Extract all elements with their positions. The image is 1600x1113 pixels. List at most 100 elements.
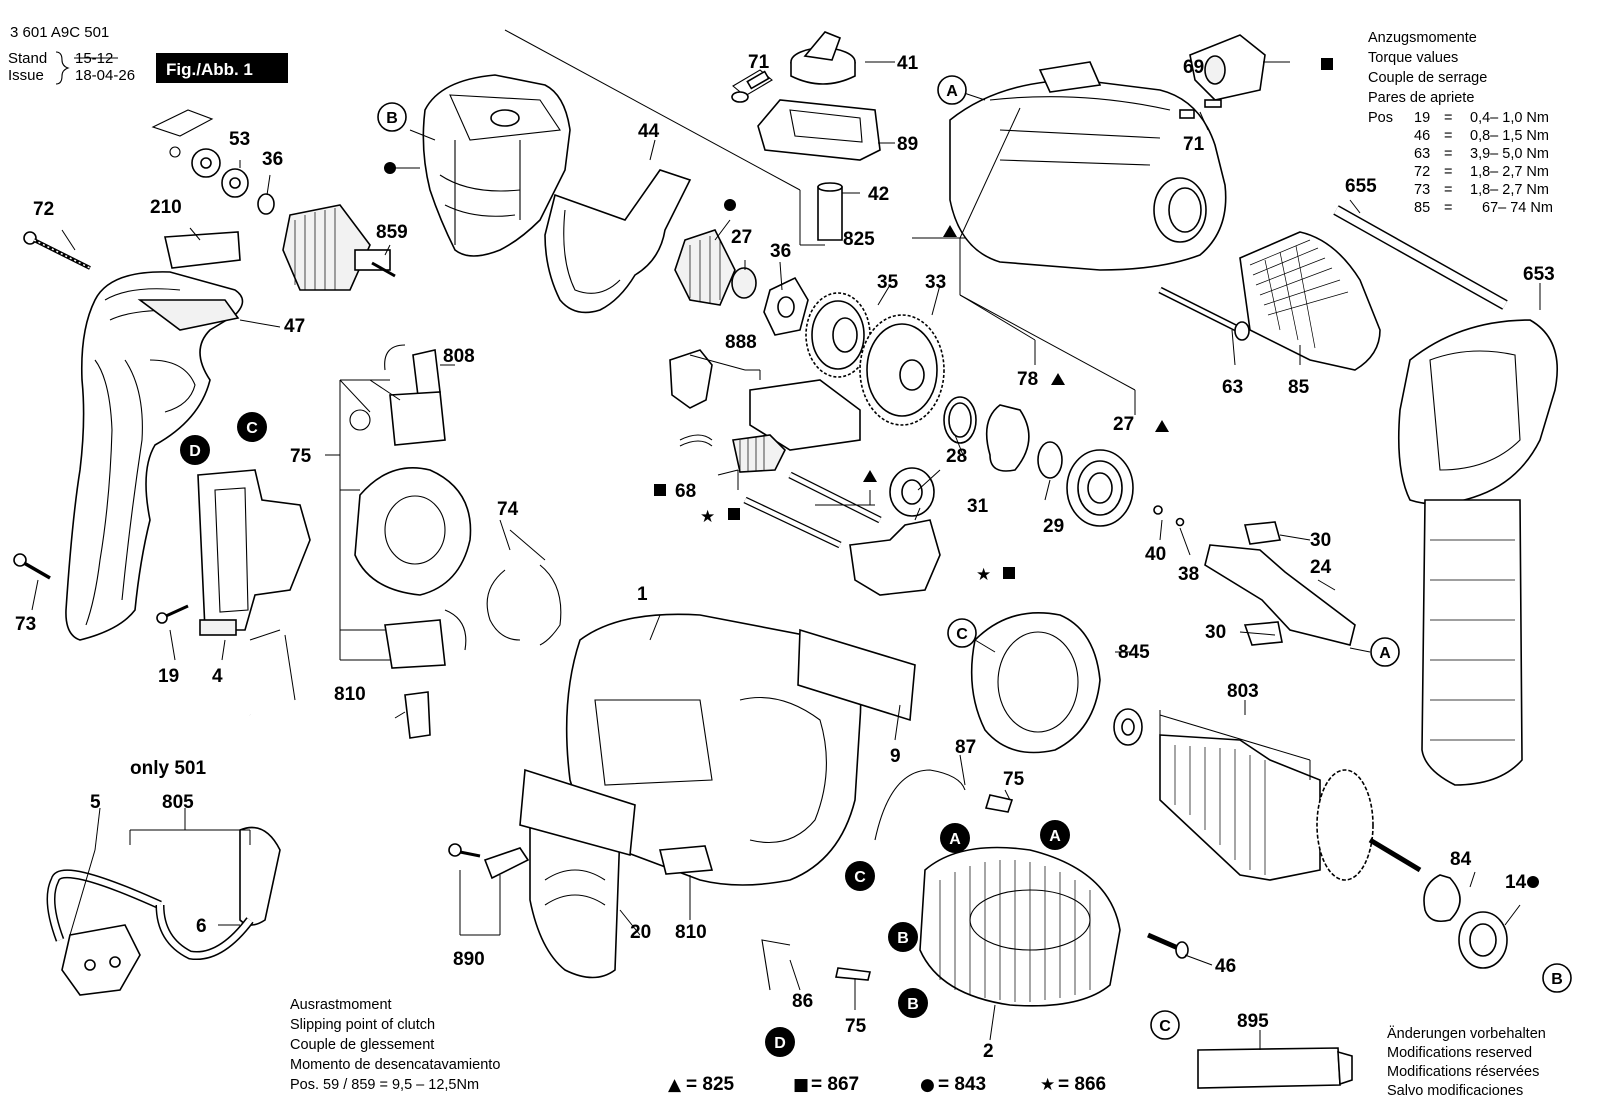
marker-a-stator: A xyxy=(940,823,970,853)
svg-text:Änderungen vorbehalten: Änderungen vorbehalten xyxy=(1387,1025,1546,1042)
part-number: 53 xyxy=(229,129,250,150)
svg-text:Slipping point of clutch: Slipping point of clutch xyxy=(290,1017,435,1033)
part-number: 33 xyxy=(925,272,946,293)
svg-text:D: D xyxy=(774,1035,786,1052)
svg-text:= 825: = 825 xyxy=(686,1074,735,1095)
marker-c-baffle: C xyxy=(947,618,977,648)
svg-text:B: B xyxy=(907,996,919,1013)
torque-row: 73 = 1,8– 2,7 Nm xyxy=(1414,182,1549,198)
part-number: 19 xyxy=(158,666,179,687)
marker-b-bearing: B xyxy=(1542,963,1572,993)
svg-text:67– 74 Nm: 67– 74 Nm xyxy=(1482,200,1553,216)
issue-date: 18-04-26 xyxy=(75,67,135,84)
part-number: 6 xyxy=(196,916,207,937)
svg-text:73: 73 xyxy=(1414,182,1430,198)
part-number: 41 xyxy=(897,53,919,74)
baffle-44 xyxy=(544,169,692,314)
marker-a-top: A xyxy=(937,75,967,105)
switch-4 xyxy=(197,469,311,636)
plug-5 xyxy=(61,924,141,996)
screw-19 xyxy=(156,604,189,624)
part-number: 44 xyxy=(638,121,660,142)
part-number: 803 xyxy=(1227,681,1259,702)
svg-text:Momento de desencatavamiento: Momento de desencatavamiento xyxy=(290,1057,500,1073)
washer-31 xyxy=(889,467,935,517)
gear-housing-a xyxy=(949,61,1227,271)
svg-text:C: C xyxy=(1159,1018,1171,1035)
part-number: 87 xyxy=(955,737,976,758)
svg-text:B: B xyxy=(386,110,398,127)
svg-text:▲: ▲ xyxy=(668,1075,682,1095)
legend-item: ▲ = 825 xyxy=(668,1074,735,1095)
marker-b-top: B xyxy=(377,102,407,132)
cord-805 xyxy=(46,714,281,961)
screw-63 xyxy=(1158,286,1250,341)
rod-lower xyxy=(743,496,842,549)
part-number: 47 xyxy=(284,316,305,337)
svg-text:A: A xyxy=(1379,645,1391,662)
part-number-labels: 72 210 53 36 859 47 73 19 4 75 5 805 6 8… xyxy=(15,52,1555,1062)
svg-text:=: = xyxy=(1444,164,1452,180)
marker-b-terminal: B xyxy=(898,988,928,1018)
svg-text:0,4– 1,0 Nm: 0,4– 1,0 Nm xyxy=(1470,110,1549,126)
circlip-84 xyxy=(1423,874,1461,923)
part-number: 845 xyxy=(1118,642,1150,663)
brush-810-bottom xyxy=(404,691,431,739)
shift-fork xyxy=(849,519,941,596)
label-9 xyxy=(797,628,916,722)
part-number: 38 xyxy=(1178,564,1199,585)
legend-item: ★ = 866 xyxy=(1040,1074,1106,1095)
pins-71-top xyxy=(731,69,773,103)
legend-item: ■ = 867 xyxy=(793,1074,859,1095)
part-number: 5 xyxy=(90,792,101,813)
svg-text:=: = xyxy=(1444,146,1452,162)
marker-d-switch: D xyxy=(180,435,210,465)
torque-row: 72 = 1,8– 2,7 Nm xyxy=(1414,164,1549,180)
part-number: 2 xyxy=(983,1041,994,1062)
marker-c-switch: C xyxy=(237,412,267,442)
part-number: 71 xyxy=(748,52,770,73)
bearing-small xyxy=(1113,708,1143,746)
part-number: 30 xyxy=(1205,622,1226,643)
bearing-27 xyxy=(1066,449,1134,527)
torque-row: 19 = 0,4– 1,0 Nm xyxy=(1414,110,1549,126)
part-number: 24 xyxy=(1310,557,1332,578)
part-number: 1 xyxy=(637,584,648,605)
brush-810-top xyxy=(384,344,441,397)
clutch-859 xyxy=(282,204,396,291)
pin-42 xyxy=(817,182,843,241)
svg-text:63: 63 xyxy=(1414,146,1430,162)
torque-title-es: Pares de apriete xyxy=(1368,90,1474,106)
part-number: 71 xyxy=(1183,134,1205,155)
part-number: 810 xyxy=(334,684,366,705)
part-number: 35 xyxy=(877,272,899,293)
screw-46 xyxy=(1147,932,1189,959)
svg-text:A: A xyxy=(949,831,961,848)
part-number: 9 xyxy=(890,746,901,767)
symbol-marks: ★ ★ xyxy=(384,58,1539,888)
svg-text:Pos. 59 / 859 = 9,5 – 12,5: Pos. 59 / 859 = 9,5 – 12,5Nm xyxy=(290,1077,479,1093)
spindle-24 xyxy=(1204,521,1356,646)
svg-text:19: 19 xyxy=(1414,110,1430,126)
svg-text:Couple de glessement: Couple de glessement xyxy=(290,1037,434,1053)
circlip-78 xyxy=(985,404,1030,472)
wire-87 xyxy=(874,769,966,841)
doc-number: 3 601 A9C 501 xyxy=(10,24,109,41)
torque-table: Anzugsmomente Torque values Couple de se… xyxy=(1368,30,1553,216)
part-number: 20 xyxy=(630,922,651,943)
part-number: 859 xyxy=(376,222,408,243)
fan-baffle-845 xyxy=(970,612,1101,754)
part-number: 85 xyxy=(1288,377,1310,398)
marker-d-wire: D xyxy=(765,1027,795,1057)
part-number: 89 xyxy=(897,134,918,155)
svg-text:★: ★ xyxy=(1040,1075,1055,1095)
part-number: 75 xyxy=(845,1016,867,1037)
part-number: 29 xyxy=(1043,516,1064,537)
part-number: 36 xyxy=(262,149,283,170)
washers-53-35 xyxy=(151,109,275,215)
wire-86 xyxy=(761,939,791,991)
clip-68 xyxy=(679,434,713,447)
svg-text:Modifications réservées: Modifications réservées xyxy=(1387,1064,1539,1080)
part-number: 75 xyxy=(290,446,312,467)
legend-item: ● = 843 xyxy=(920,1074,986,1095)
